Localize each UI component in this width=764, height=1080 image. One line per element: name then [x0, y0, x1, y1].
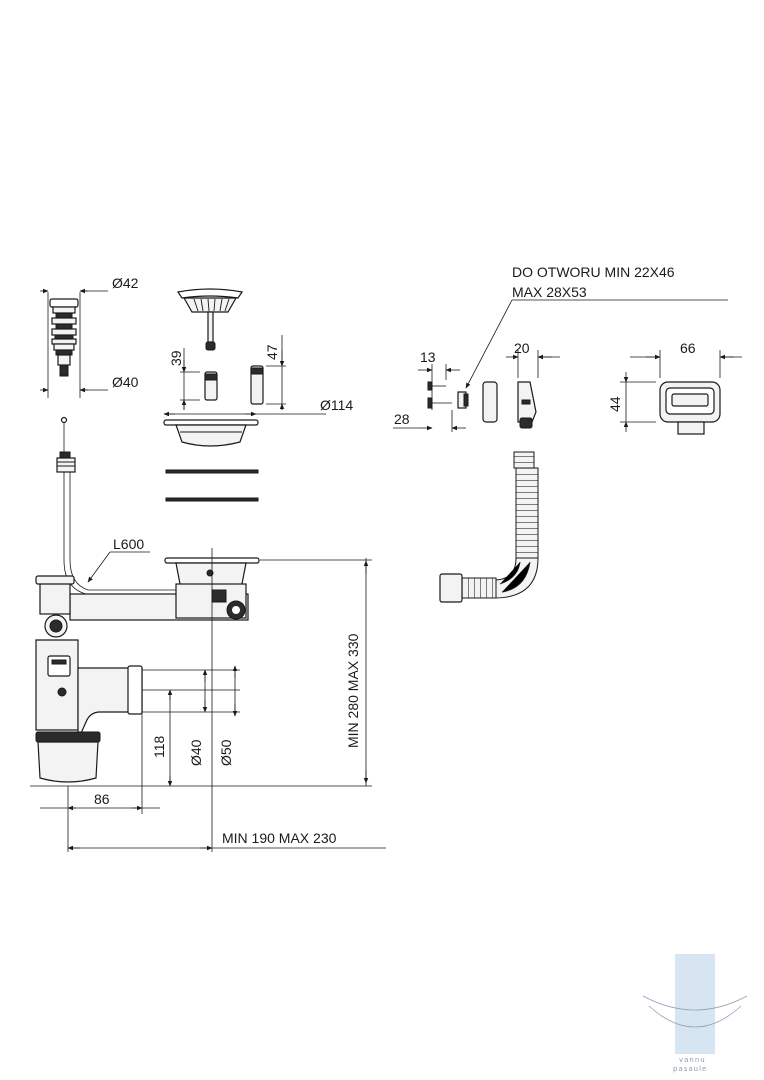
overflow-cover-part — [482, 381, 498, 423]
sink-flange-part — [163, 419, 259, 447]
siphon-assembly — [35, 557, 260, 783]
dim-w13: 13 — [420, 349, 436, 365]
plug-button-part — [49, 298, 79, 377]
overflow-housing-part — [517, 381, 537, 429]
dim-height-range: MIN 280 MAX 330 — [345, 633, 361, 748]
dim-d42: Ø42 — [112, 275, 139, 291]
dim-opening-line1: DO OTWORU MIN 22X46 — [512, 264, 675, 280]
dim-w20: 20 — [514, 340, 530, 356]
dim-h47: 47 — [264, 344, 280, 360]
watermark-line2: pasaule — [673, 1065, 707, 1073]
overflow-grille-part — [659, 381, 721, 435]
overflow-screws-part — [427, 381, 469, 409]
dim-d40-top: Ø40 — [112, 374, 139, 390]
dim-h39: 39 — [168, 350, 184, 366]
gasket-part — [165, 469, 259, 502]
dim-width-range: MIN 190 MAX 230 — [222, 830, 337, 846]
long-pin-part — [250, 365, 264, 405]
dim-w28: 28 — [394, 411, 410, 427]
dim-d40-outlet: Ø40 — [188, 739, 204, 766]
dim-h118: 118 — [151, 735, 167, 758]
dim-h44: 44 — [607, 396, 623, 412]
dim-w66: 66 — [680, 340, 696, 356]
watermark-logo: vannu pasaule — [642, 954, 748, 1073]
watermark-line1: vannu — [679, 1056, 706, 1064]
corrugated-hose-part — [439, 451, 539, 603]
dim-w86: 86 — [94, 791, 110, 807]
dim-l600: L600 — [113, 536, 144, 552]
dim-opening-line2: MAX 28X53 — [512, 284, 587, 300]
remote-cable-part — [56, 416, 180, 595]
dim-d50: Ø50 — [218, 739, 234, 766]
dim-d114: Ø114 — [320, 397, 353, 413]
strainer-basket-part — [176, 288, 244, 351]
short-pin-part — [204, 371, 218, 401]
